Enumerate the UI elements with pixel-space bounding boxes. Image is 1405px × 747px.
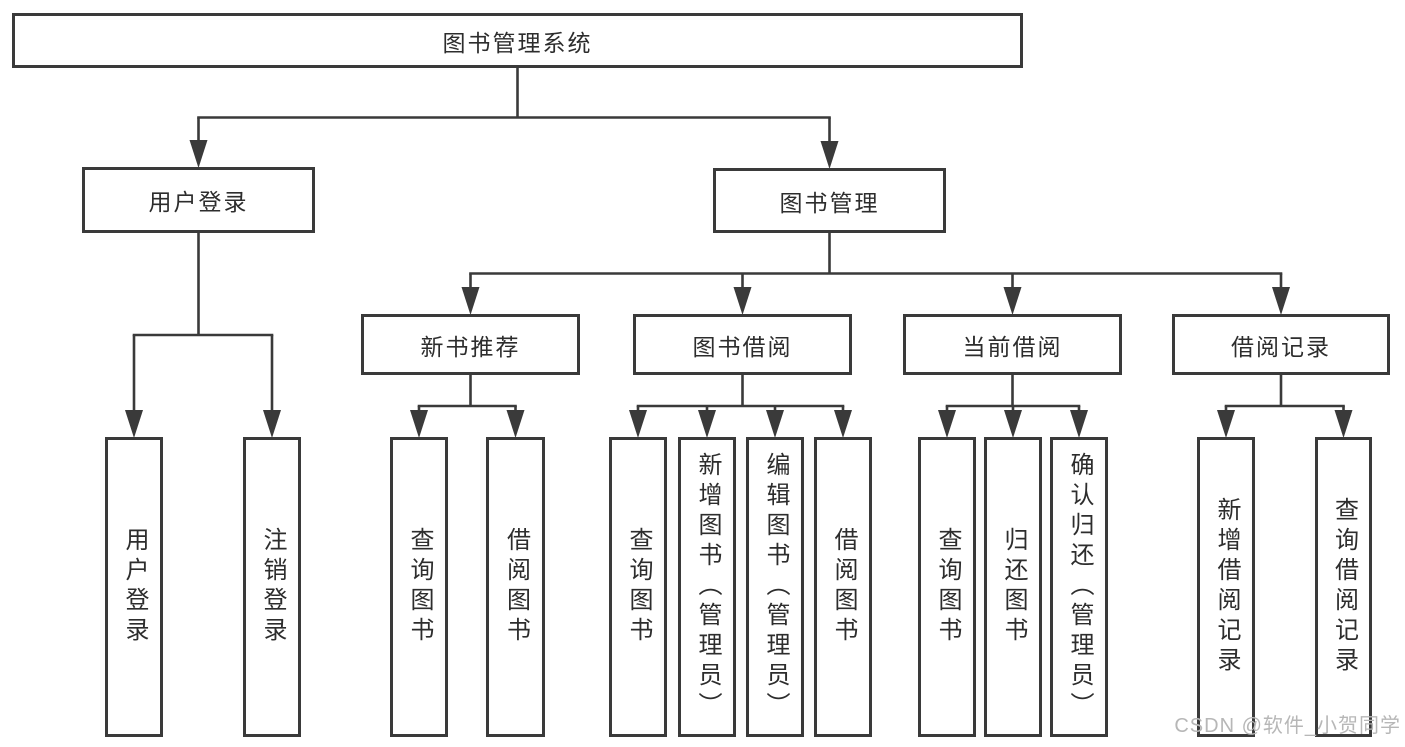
node-label-borrow-records: 借阅记录 [1231, 333, 1331, 360]
diagram-node-leaf-query-record: 查询借阅记录 [1315, 437, 1372, 737]
diagram-node-borrow-records: 借阅记录 [1172, 314, 1390, 375]
node-label-leaf-confirm-return: 确认归还（管理员） [1066, 452, 1093, 722]
node-label-leaf-add-record: 新增借阅记录 [1213, 497, 1240, 677]
arrowhead-down-icon [189, 140, 208, 168]
arrowhead-down-icon [1004, 410, 1022, 438]
diagram-node-book-mgmt: 图书管理 [713, 168, 946, 233]
watermark: CSDN @软件_小贺同学 [1174, 715, 1401, 737]
diagram-node-root: 图书管理系统 [12, 13, 1023, 68]
node-label-leaf-query-record: 查询借阅记录 [1330, 497, 1358, 677]
diagram-node-leaf-borrow-book-1: 借阅图书 [486, 437, 545, 737]
arrowhead-down-icon [1334, 410, 1353, 438]
arrowhead-down-icon [766, 410, 784, 438]
node-label-leaf-return-book: 归还图书 [1000, 527, 1027, 647]
node-label-leaf-query-book-2: 查询图书 [625, 527, 652, 647]
arrowhead-down-icon [1003, 287, 1022, 315]
node-label-leaf-query-book-3: 查询图书 [934, 527, 961, 647]
node-label-leaf-borrow-book-1: 借阅图书 [502, 527, 530, 647]
diagram-node-new-book-rec: 新书推荐 [361, 314, 580, 375]
arrowhead-down-icon [698, 410, 716, 438]
diagram-node-leaf-add-book: 新增图书（管理员） [678, 437, 736, 737]
node-label-current-borrow: 当前借阅 [962, 333, 1063, 360]
arrowhead-down-icon [820, 141, 839, 169]
arrowhead-down-icon [263, 410, 281, 438]
node-label-user-login: 用户登录 [148, 189, 249, 215]
diagram-node-leaf-add-record: 新增借阅记录 [1197, 437, 1255, 737]
arrowhead-down-icon [1070, 410, 1088, 438]
diagram-node-leaf-logout: 注销登录 [243, 437, 301, 737]
node-label-new-book-rec: 新书推荐 [420, 333, 521, 360]
diagram-node-book-borrow: 图书借阅 [633, 314, 852, 375]
arrowhead-down-icon [1272, 287, 1290, 315]
diagram-node-leaf-confirm-return: 确认归还（管理员） [1050, 437, 1108, 737]
diagram-node-user-login: 用户登录 [82, 167, 315, 233]
arrowhead-down-icon [629, 410, 647, 438]
diagram-node-leaf-return-book: 归还图书 [984, 437, 1042, 737]
node-label-root: 图书管理系统 [442, 29, 593, 56]
arrowhead-down-icon [506, 410, 525, 438]
diagram-node-leaf-query-book-3: 查询图书 [918, 437, 976, 737]
node-label-leaf-add-book: 新增图书（管理员） [694, 452, 721, 722]
node-label-book-borrow: 图书借阅 [692, 333, 793, 360]
diagram-node-leaf-borrow-book-2: 借阅图书 [814, 437, 872, 737]
diagram-node-leaf-query-book-1: 查询图书 [390, 437, 448, 737]
diagram-node-leaf-edit-book: 编辑图书（管理员） [746, 437, 804, 737]
node-label-leaf-borrow-book-2: 借阅图书 [830, 527, 857, 647]
arrowhead-down-icon [938, 410, 956, 438]
node-label-leaf-logout: 注销登录 [259, 527, 286, 647]
node-label-book-mgmt: 图书管理 [779, 189, 880, 216]
diagram-node-leaf-query-book-2: 查询图书 [609, 437, 667, 737]
arrowhead-down-icon [461, 287, 480, 315]
node-label-leaf-user-login: 用户登录 [121, 527, 148, 647]
arrowhead-down-icon [410, 410, 428, 438]
diagram-node-leaf-user-login: 用户登录 [105, 437, 163, 737]
arrowhead-down-icon [125, 410, 143, 438]
diagram-node-current-borrow: 当前借阅 [903, 314, 1122, 375]
arrowhead-down-icon [834, 410, 852, 438]
arrowhead-down-icon [1217, 410, 1235, 438]
node-label-leaf-edit-book: 编辑图书（管理员） [762, 452, 789, 722]
node-label-leaf-query-book-1: 查询图书 [406, 527, 433, 647]
arrowhead-down-icon [733, 287, 752, 315]
